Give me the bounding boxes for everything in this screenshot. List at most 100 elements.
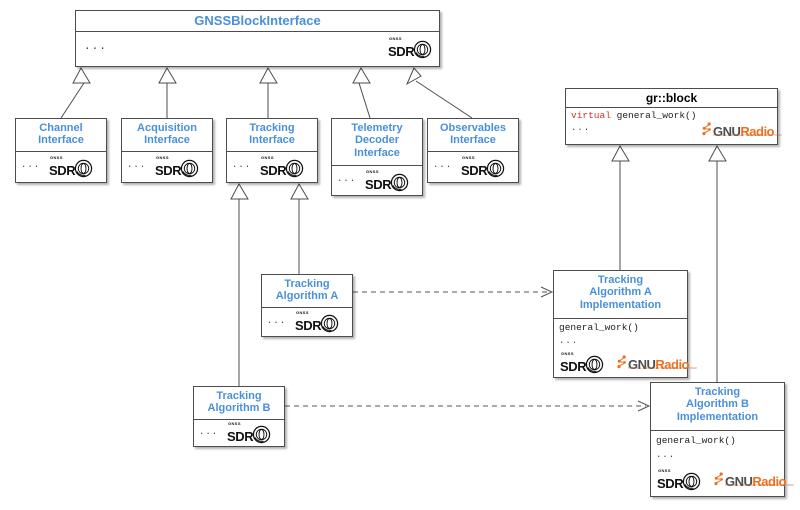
generalization-telemetry-decoder-interface bbox=[352, 66, 371, 119]
class-body-tracking-algorithm-b: ... GNSS SDR bbox=[194, 420, 284, 446]
gnuradio-gnu-text: GNU bbox=[713, 123, 741, 139]
sdr-logo-sdr-text: SDR bbox=[295, 318, 322, 333]
sdr-logo-rings-icon bbox=[74, 159, 93, 182]
members-ellipsis: ... bbox=[267, 316, 287, 326]
members-ellipsis: ... bbox=[21, 160, 41, 170]
members-ellipsis: ... bbox=[559, 336, 579, 346]
members-ellipsis: ... bbox=[127, 160, 147, 170]
generalization-tracking-interface bbox=[259, 66, 278, 118]
gnss-sdr-logo: GNSS SDR bbox=[49, 156, 93, 182]
general-work-method: general_work() bbox=[559, 322, 639, 333]
gnss-sdr-logo: GNSS SDR bbox=[657, 469, 701, 495]
sdr-logo-rings-icon bbox=[585, 355, 604, 378]
sdr-logo-sdr-text: SDR bbox=[657, 476, 684, 491]
gnuradio-nodes-icon bbox=[702, 122, 712, 140]
members-ellipsis: ... bbox=[199, 427, 219, 437]
gnuradio-wordmark: GNURadio bbox=[725, 473, 787, 489]
sdr-logo-sdr-text: SDR bbox=[365, 177, 392, 192]
gnuradio-radio-text: Radio bbox=[655, 356, 690, 372]
class-body-gnss-block-interface: ... GNSS SDR bbox=[76, 32, 439, 66]
members-ellipsis: ... bbox=[656, 450, 676, 460]
class-body-channel-interface: ... GNSS SDR bbox=[16, 152, 106, 182]
gnuradio-nodes-icon bbox=[714, 472, 724, 490]
gnss-sdr-logo: GNSS SDR bbox=[365, 170, 409, 196]
class-body-acquisition-interface: ... GNSS SDR bbox=[122, 152, 212, 182]
sdr-logo-sdr-text: SDR bbox=[560, 359, 587, 374]
generalization-acquisition-interface bbox=[158, 66, 177, 118]
members-ellipsis: ... bbox=[337, 174, 357, 184]
gnss-sdr-logo: GNSS SDR bbox=[155, 156, 199, 182]
sdr-logo-rings-icon bbox=[390, 173, 409, 196]
gnuradio-radio-text: Radio bbox=[752, 473, 787, 489]
gnuradio-logo: GNURadio THE FREE & OPEN SOFTWARE RADIO … bbox=[714, 472, 794, 490]
gnuradio-gnu-text: GNU bbox=[725, 473, 753, 489]
class-title-tracking-algorithm-b: Tracking Algorithm B bbox=[194, 387, 284, 420]
sdr-logo-rings-icon bbox=[285, 159, 304, 182]
class-gnss-block-interface[interactable]: GNSSBlockInterface ... GNSS SDR bbox=[75, 10, 440, 67]
sdr-logo-gnss-text: GNSS bbox=[462, 155, 475, 160]
gnuradio-nodes-icon bbox=[617, 355, 627, 373]
class-title-acquisition-interface: Acquisition Interface bbox=[122, 119, 212, 152]
class-tracking-interface[interactable]: Tracking Interface ... GNSS SDR bbox=[226, 118, 318, 183]
gnuradio-logo: GNURadio THE FREE & OPEN SOFTWARE RADIO … bbox=[617, 355, 697, 373]
generalization-tracking-algorithm-b bbox=[230, 182, 249, 386]
sdr-logo-sdr-text: SDR bbox=[49, 163, 76, 178]
class-title-observables-interface: Observables Interface bbox=[428, 119, 518, 152]
dependency-algorithm-b-to-impl bbox=[285, 400, 651, 412]
class-body-tracking-algorithm-b-implementation: general_work() ... GNSS SDR GNURadio THE… bbox=[651, 431, 794, 496]
generalization-channel-interface bbox=[60, 66, 91, 119]
virtual-keyword: virtual bbox=[571, 110, 611, 121]
gnuradio-logo: GNURadio THE FREE & OPEN SOFTWARE RADIO … bbox=[702, 122, 782, 140]
sdr-logo-rings-icon bbox=[486, 159, 505, 182]
sdr-logo-sdr-text: SDR bbox=[388, 44, 415, 59]
gnss-sdr-logo: GNSS SDR bbox=[461, 156, 505, 182]
sdr-logo-rings-icon bbox=[252, 425, 271, 448]
class-body-tracking-algorithm-a-implementation: general_work() ... GNSS SDR GNURadio THE… bbox=[554, 319, 697, 378]
members-ellipsis: ... bbox=[571, 123, 591, 133]
sdr-logo-sdr-text: SDR bbox=[461, 163, 488, 178]
sdr-logo-gnss-text: GNSS bbox=[50, 155, 63, 160]
class-acquisition-interface[interactable]: Acquisition Interface ... GNSS SDR bbox=[121, 118, 213, 183]
gnuradio-tagline: THE FREE & OPEN SOFTWARE RADIO ECOSYSTEM bbox=[628, 367, 697, 370]
sdr-logo-gnss-text: GNSS bbox=[296, 310, 309, 315]
members-ellipsis: ... bbox=[84, 41, 107, 53]
general-work-signature: general_work() bbox=[610, 110, 697, 121]
sdr-logo-gnss-text: GNSS bbox=[389, 36, 402, 41]
gnuradio-gnu-text: GNU bbox=[628, 356, 656, 372]
class-body-observables-interface: ... GNSS SDR bbox=[428, 152, 518, 182]
class-title-tracking-algorithm-b-implementation: Tracking Algorithm B Implementation bbox=[651, 383, 784, 431]
gnss-sdr-logo: GNSS SDR bbox=[295, 311, 339, 337]
class-gr-block[interactable]: gr::block virtual general_work() ... GNU… bbox=[565, 88, 782, 145]
class-tracking-algorithm-a-implementation[interactable]: Tracking Algorithm A Implementation gene… bbox=[553, 270, 697, 378]
sdr-logo-sdr-text: SDR bbox=[260, 163, 287, 178]
class-tracking-algorithm-b[interactable]: Tracking Algorithm B ... GNSS SDR bbox=[193, 386, 285, 447]
sdr-logo-gnss-text: GNSS bbox=[228, 421, 241, 426]
class-title-channel-interface: Channel Interface bbox=[16, 119, 106, 152]
class-title-tracking-algorithm-a: Tracking Algorithm A bbox=[262, 275, 352, 308]
class-channel-interface[interactable]: Channel Interface ... GNSS SDR bbox=[15, 118, 107, 183]
class-observables-interface[interactable]: Observables Interface ... GNSS SDR bbox=[427, 118, 519, 183]
class-title-gnss-block-interface: GNSSBlockInterface bbox=[76, 11, 439, 32]
sdr-logo-rings-icon bbox=[682, 472, 701, 495]
gnuradio-wordmark: GNURadio bbox=[713, 123, 775, 139]
class-telemetry-decoder-interface[interactable]: Telemetry Decoder Interface ... GNSS SDR bbox=[331, 118, 423, 196]
class-body-gr-block: virtual general_work() ... GNURadio THE … bbox=[566, 108, 782, 144]
class-title-tracking-interface: Tracking Interface bbox=[227, 119, 317, 152]
gr-block-method: virtual general_work() bbox=[571, 110, 696, 121]
sdr-logo-gnss-text: GNSS bbox=[658, 468, 671, 473]
sdr-logo-sdr-text: SDR bbox=[155, 163, 182, 178]
class-body-tracking-algorithm-a: ... GNSS SDR bbox=[262, 308, 352, 336]
sdr-logo-gnss-text: GNSS bbox=[561, 351, 574, 356]
gnuradio-tagline: THE FREE & OPEN SOFTWARE RADIO ECOSYSTEM bbox=[725, 484, 794, 487]
generalization-observables-interface bbox=[405, 67, 473, 119]
class-title-telemetry-decoder-interface: Telemetry Decoder Interface bbox=[332, 119, 422, 166]
class-tracking-algorithm-a[interactable]: Tracking Algorithm A ... GNSS SDR bbox=[261, 274, 353, 337]
class-tracking-algorithm-b-implementation[interactable]: Tracking Algorithm B Implementation gene… bbox=[650, 382, 794, 497]
class-body-tracking-interface: ... GNSS SDR bbox=[227, 152, 317, 182]
sdr-logo-gnss-text: GNSS bbox=[156, 155, 169, 160]
sdr-logo-sdr-text: SDR bbox=[227, 429, 254, 444]
sdr-logo-rings-icon bbox=[180, 159, 199, 182]
members-ellipsis: ... bbox=[433, 160, 453, 170]
general-work-method: general_work() bbox=[656, 435, 736, 446]
